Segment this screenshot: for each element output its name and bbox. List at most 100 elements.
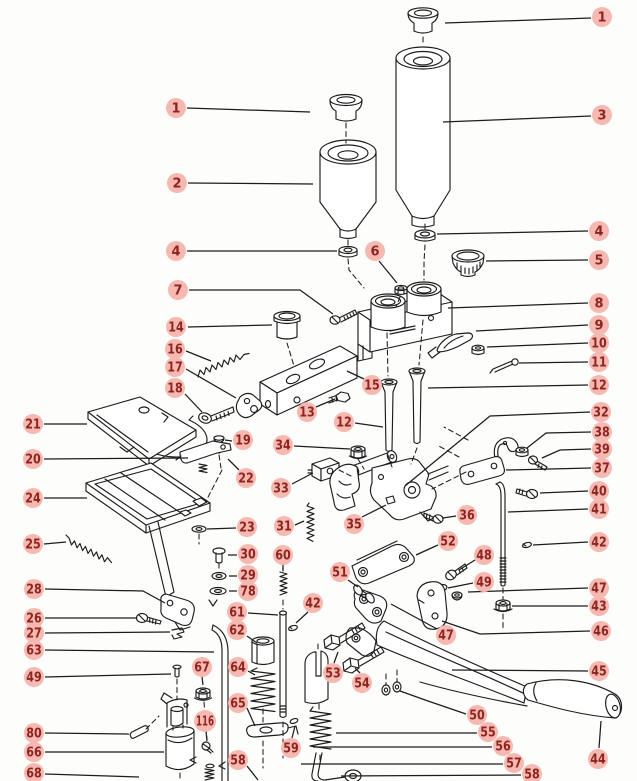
spring-60 <box>279 567 288 596</box>
feed-bar <box>259 345 358 416</box>
clip-59 <box>289 717 299 725</box>
screw-30 <box>212 547 226 564</box>
svg-text:1: 1 <box>597 11 606 26</box>
leader-line-13 <box>315 398 336 408</box>
svg-text:21: 21 <box>25 418 41 433</box>
svg-text:46: 46 <box>593 625 609 640</box>
small-flange-nut <box>394 284 408 296</box>
follower-rod-left <box>380 378 398 453</box>
callout-49: 49 <box>24 667 44 687</box>
callout-39: 39 <box>592 439 612 459</box>
leader-line-15 <box>346 370 365 380</box>
svg-text:80: 80 <box>26 727 42 742</box>
svg-text:57: 57 <box>506 757 522 772</box>
svg-text:24: 24 <box>25 492 41 507</box>
leader-lines <box>43 17 602 781</box>
bent-rod-41 <box>495 481 507 587</box>
callout-6: 6 <box>365 241 385 261</box>
svg-text:37: 37 <box>594 462 610 477</box>
svg-text:25: 25 <box>25 538 41 553</box>
leader-line-50 <box>399 690 467 715</box>
pin-80 <box>129 725 149 739</box>
svg-text:47: 47 <box>591 582 607 597</box>
svg-text:29: 29 <box>240 569 256 584</box>
nut-38 <box>515 446 529 458</box>
leader-line-65 <box>246 707 256 727</box>
washer-78 <box>208 586 227 607</box>
leader-line-46 <box>441 620 591 635</box>
callout-24: 24 <box>23 488 43 508</box>
callout-20: 20 <box>23 449 43 469</box>
leader-line-31 <box>294 520 305 526</box>
callout-22: 22 <box>236 468 256 488</box>
callout-4: 4 <box>166 241 186 261</box>
cover-plate <box>87 396 197 467</box>
svg-text:39: 39 <box>594 443 610 458</box>
lifter-arm <box>351 540 415 585</box>
leader-line-59 <box>291 725 296 739</box>
svg-text:42: 42 <box>305 597 321 612</box>
washer-29 <box>211 571 227 581</box>
screw-116 <box>189 741 214 764</box>
leader-line-12 <box>354 422 384 428</box>
svg-text:12: 12 <box>336 416 352 431</box>
spring-31 <box>306 502 315 542</box>
svg-text:60: 60 <box>275 549 291 564</box>
callout-27: 27 <box>24 623 44 643</box>
callout-19: 19 <box>233 430 253 450</box>
callout-43: 43 <box>589 596 609 616</box>
callout-10: 10 <box>589 333 609 353</box>
svg-text:34: 34 <box>275 439 291 454</box>
svg-text:26: 26 <box>26 612 42 627</box>
callout-42: 42 <box>303 593 323 613</box>
svg-text:7: 7 <box>173 284 182 299</box>
callout-8: 8 <box>589 293 609 313</box>
leader-line-47 <box>467 587 589 593</box>
callout-50: 50 <box>467 705 487 725</box>
leader-line-5 <box>485 259 589 262</box>
svg-text:30: 30 <box>240 548 256 563</box>
callout-17: 17 <box>165 357 185 377</box>
hook-bracket <box>459 437 519 486</box>
callout-78: 78 <box>238 581 258 601</box>
roller-pin <box>353 584 375 604</box>
svg-text:56: 56 <box>495 740 511 755</box>
svg-text:52: 52 <box>440 535 456 550</box>
bar-screw <box>328 391 351 404</box>
callout-66: 66 <box>24 742 44 762</box>
bolt-54 <box>342 646 385 674</box>
spring-64 <box>250 667 276 713</box>
link-plate-46 <box>416 581 448 630</box>
washer-23 <box>191 525 207 533</box>
toggle-link-upper <box>353 588 388 624</box>
callout-30: 30 <box>238 544 258 564</box>
callout-18: 18 <box>165 378 185 398</box>
flange-nut-43 <box>493 599 513 613</box>
svg-text:55: 55 <box>480 726 496 741</box>
callout-68: 68 <box>24 763 44 781</box>
callout-67: 67 <box>192 657 212 677</box>
leader-line-64 <box>247 670 256 676</box>
callout-56: 56 <box>493 736 513 756</box>
link-plate <box>235 392 263 419</box>
svg-text:12: 12 <box>591 379 607 394</box>
svg-text:33: 33 <box>273 482 289 497</box>
svg-text:14: 14 <box>168 321 184 336</box>
leader-line-80 <box>44 732 130 735</box>
leader-line-33 <box>291 472 314 485</box>
housing-screw <box>329 309 358 325</box>
svg-text:22: 22 <box>238 472 254 487</box>
bell-crank <box>427 332 474 359</box>
svg-text:42: 42 <box>591 536 607 551</box>
svg-text:9: 9 <box>594 319 603 334</box>
svg-text:1: 1 <box>171 102 180 117</box>
callout-80: 80 <box>24 723 44 743</box>
leader-line-14 <box>187 324 273 328</box>
leader-line-53 <box>333 651 339 664</box>
svg-text:59: 59 <box>283 742 299 757</box>
leader-line-45 <box>451 669 589 672</box>
svg-text:63: 63 <box>26 644 42 659</box>
callout-31: 31 <box>274 516 294 536</box>
